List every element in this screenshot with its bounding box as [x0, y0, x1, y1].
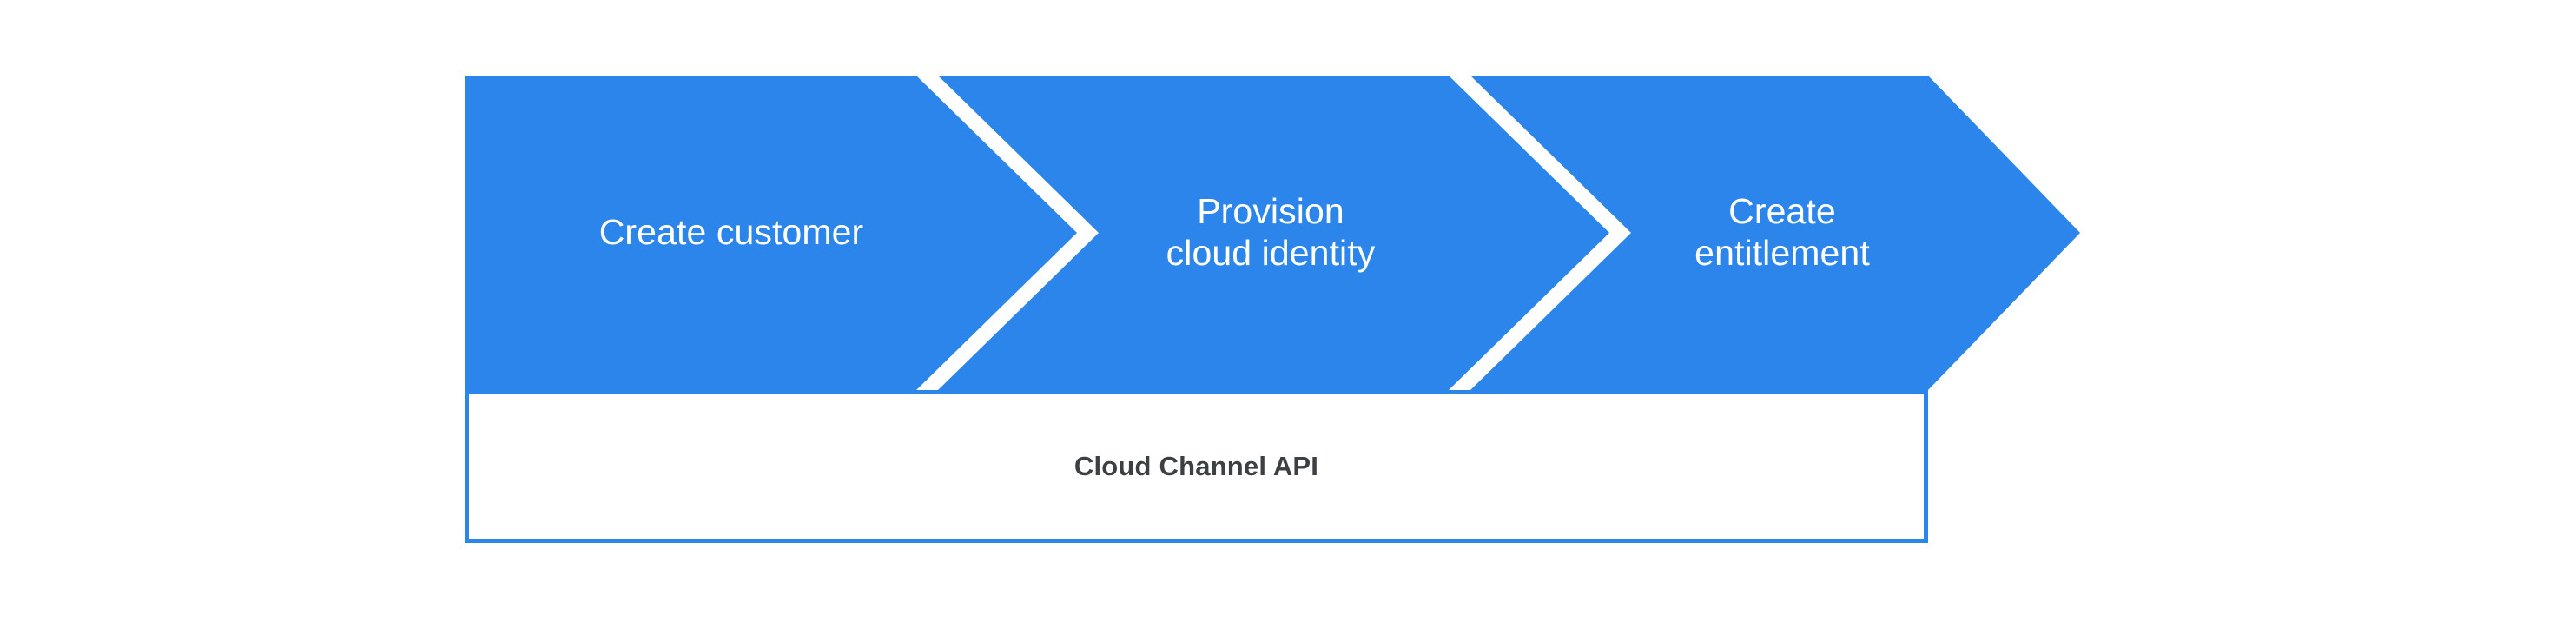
- chevron-shape-step-2: [938, 76, 1609, 390]
- cloud-channel-api-label: Cloud Channel API: [1073, 451, 1319, 481]
- cloud-channel-api-box: Cloud Channel API: [465, 390, 1928, 543]
- process-flow-band: [465, 76, 2080, 390]
- chevron-shape-step-1: [465, 76, 1077, 390]
- chevron-shape-step-3: [1470, 76, 2080, 390]
